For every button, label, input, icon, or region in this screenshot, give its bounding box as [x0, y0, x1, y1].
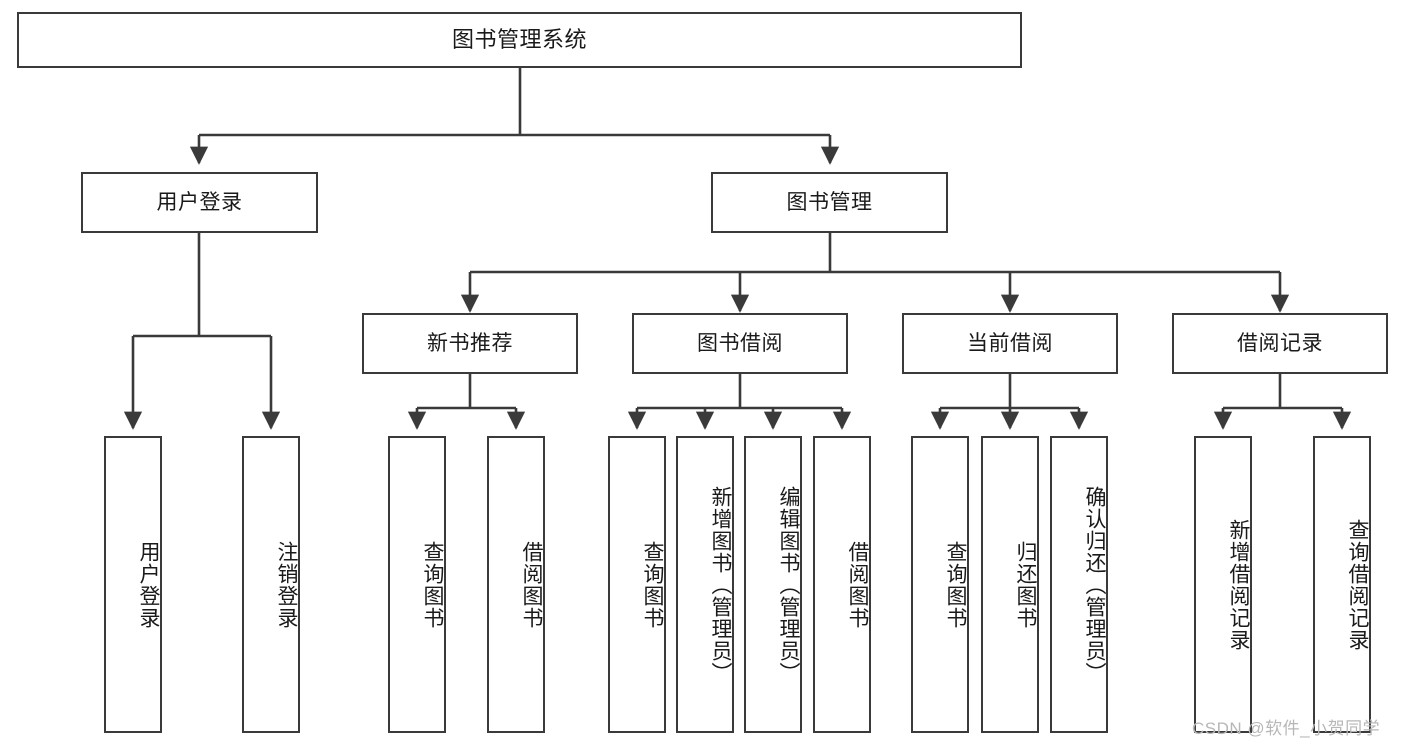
node-leaf-add-borrow-record[interactable]: 新增借阅记录	[1194, 436, 1252, 733]
node-label: 用户登录	[156, 190, 243, 214]
node-leaf-query-borrow-record[interactable]: 查询借阅记录	[1313, 436, 1371, 733]
node-label: 归还图书	[1014, 540, 1037, 629]
node-book-management[interactable]: 图书管理	[711, 172, 948, 233]
node-label: 新书推荐	[427, 331, 513, 355]
node-new-book-recommend[interactable]: 新书推荐	[362, 313, 578, 374]
node-leaf-query-book-current[interactable]: 查询图书	[911, 436, 969, 733]
node-label: 确认归还（管理员）	[1083, 485, 1106, 684]
node-label: 图书管理	[786, 190, 873, 214]
node-label: 借阅记录	[1237, 331, 1323, 355]
node-label: 查询借阅记录	[1346, 518, 1369, 651]
node-label: 查询图书	[944, 540, 967, 629]
node-leaf-user-login[interactable]: 用户登录	[104, 436, 162, 733]
node-leaf-query-book-newbook[interactable]: 查询图书	[388, 436, 446, 733]
node-label: 用户登录	[137, 540, 160, 629]
node-leaf-add-book-admin[interactable]: 新增图书（管理员）	[676, 436, 734, 733]
node-leaf-query-book-borrow[interactable]: 查询图书	[608, 436, 666, 733]
node-root-book-management-system[interactable]: 图书管理系统	[17, 12, 1022, 68]
node-user-login[interactable]: 用户登录	[81, 172, 318, 233]
node-label: 新增图书（管理员）	[709, 485, 732, 684]
node-label: 编辑图书（管理员）	[777, 485, 800, 684]
node-label: 图书借阅	[697, 331, 783, 355]
node-leaf-logout[interactable]: 注销登录	[242, 436, 300, 733]
node-current-borrow[interactable]: 当前借阅	[902, 313, 1118, 374]
node-leaf-borrow-book[interactable]: 借阅图书	[813, 436, 871, 733]
node-label: 查询图书	[421, 540, 444, 629]
node-label: 注销登录	[275, 540, 298, 629]
watermark-text: CSDN @软件_小贺同学	[1192, 719, 1381, 738]
node-label: 借阅图书	[846, 540, 869, 629]
node-book-borrow[interactable]: 图书借阅	[632, 313, 848, 374]
node-label: 借阅图书	[520, 540, 543, 629]
node-borrow-record[interactable]: 借阅记录	[1172, 313, 1388, 374]
node-leaf-return-book[interactable]: 归还图书	[981, 436, 1039, 733]
node-label: 当前借阅	[967, 331, 1053, 355]
node-leaf-confirm-return-admin[interactable]: 确认归还（管理员）	[1050, 436, 1108, 733]
node-label: 查询图书	[641, 540, 664, 629]
node-label: 图书管理系统	[451, 26, 587, 52]
node-label: 新增借阅记录	[1227, 518, 1250, 651]
node-leaf-borrow-book-newbook[interactable]: 借阅图书	[487, 436, 545, 733]
node-leaf-edit-book-admin[interactable]: 编辑图书（管理员）	[744, 436, 802, 733]
